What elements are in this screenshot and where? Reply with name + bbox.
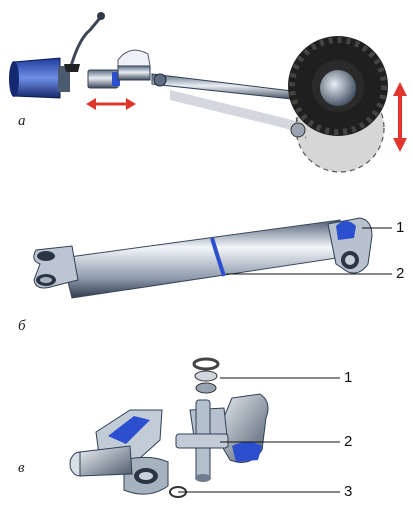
cross-spider bbox=[175, 399, 229, 482]
sliding-joint bbox=[87, 49, 151, 89]
vertical-motion-arrow bbox=[393, 82, 407, 152]
panel-a-label: а bbox=[18, 113, 26, 129]
wheel bbox=[288, 36, 388, 136]
callout-2: 2 bbox=[396, 265, 405, 282]
axial-motion-arrow bbox=[86, 98, 136, 110]
panel-c-label: в bbox=[18, 460, 25, 476]
shaft-tube bbox=[61, 219, 351, 299]
panel-c: 1 2 3 в bbox=[0, 350, 413, 527]
panel-a: а bbox=[0, 0, 413, 180]
panel-b-label: б bbox=[18, 318, 26, 334]
callout-1: 1 bbox=[396, 219, 405, 236]
panel-b-illustration bbox=[33, 217, 392, 299]
panel-c-illustration bbox=[69, 357, 340, 498]
right-yoke bbox=[327, 217, 373, 274]
shift-lever bbox=[64, 12, 105, 72]
callout-3: 3 bbox=[344, 483, 353, 500]
callout-1: 1 bbox=[344, 369, 353, 386]
panel-a-illustration bbox=[9, 12, 407, 173]
panel-b: 1 2 б bbox=[0, 180, 413, 350]
callout-2: 2 bbox=[344, 433, 353, 450]
left-joint-yoke bbox=[69, 409, 169, 495]
snap-rings bbox=[192, 357, 220, 394]
left-yoke bbox=[33, 245, 79, 289]
gearbox-housing bbox=[9, 57, 70, 99]
